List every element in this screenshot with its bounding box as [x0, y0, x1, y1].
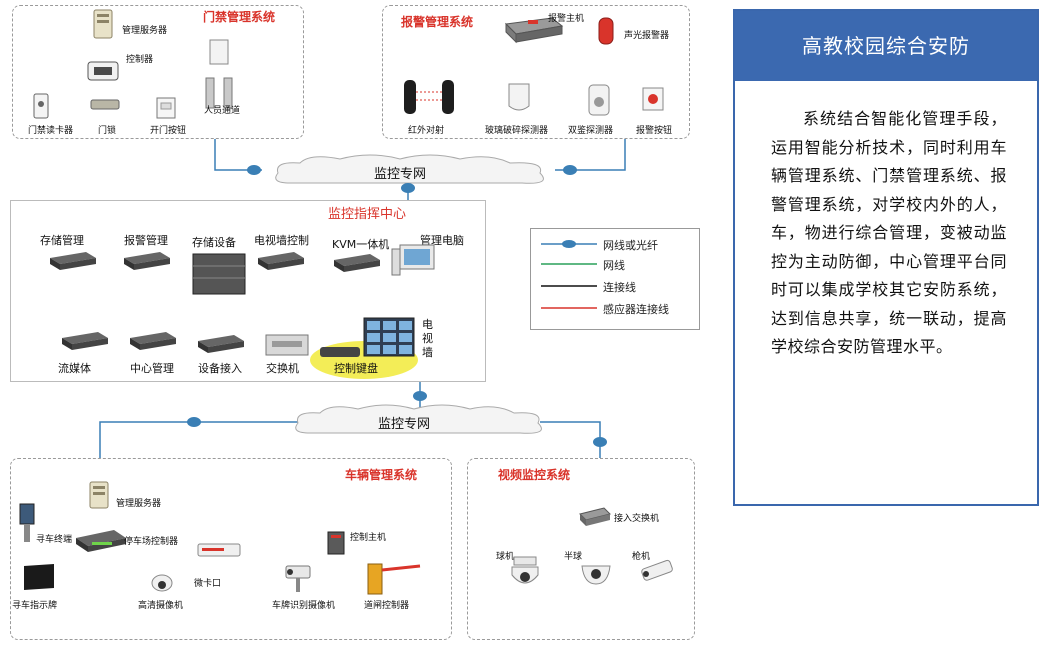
legend-label: 网线或光纤 — [603, 239, 658, 252]
door-button-icon — [156, 97, 176, 119]
tvwall-icon — [363, 317, 415, 357]
access-controller-label: 控制器 — [126, 55, 154, 65]
panel-body: 系统结合智能化管理手段，运用智能分析技术，同时利用车辆管理系统、门禁管理系统、报… — [771, 109, 1007, 356]
command-center-title: 监控指挥中心 — [328, 207, 407, 222]
stream-label: 流媒体 — [58, 362, 91, 375]
dome-label: 球机 — [496, 552, 515, 562]
alarm-button-icon — [642, 87, 664, 111]
network-top-label: 监控专网 — [374, 167, 427, 182]
parking-controller-icon — [76, 530, 126, 552]
kiosk-label: 寻车终端 — [36, 535, 73, 545]
alarm-host-icon — [504, 17, 564, 44]
keyboard-icon — [320, 347, 360, 357]
plate-camera-icon — [285, 565, 311, 592]
storage-device-icon — [192, 253, 246, 295]
tvwall-control-icon — [258, 252, 304, 270]
alarm-button-label: 报警按钮 — [636, 126, 673, 136]
door-lock-label: 门锁 — [98, 126, 117, 136]
guide-sign-label: 寻车指示牌 — [12, 601, 58, 611]
kvm-icon — [334, 254, 380, 272]
dual-detector-icon — [588, 84, 610, 116]
infrared-icon — [404, 80, 454, 114]
legend-label: 连接线 — [603, 281, 636, 294]
door-button-label: 开门按钮 — [150, 126, 187, 136]
access-switch-icon — [579, 507, 611, 526]
server-icon — [89, 481, 109, 509]
dual-detector-label: 双鉴探测器 — [568, 126, 614, 136]
dome-camera-icon — [511, 556, 539, 584]
siren-label: 声光报警器 — [624, 31, 670, 41]
alarm-mgmt-icon — [124, 252, 170, 270]
hd-camera-icon — [151, 574, 173, 592]
barrier-label: 道闸控制器 — [364, 601, 410, 611]
mgmt-pc-icon — [391, 244, 435, 276]
glass-detector-icon — [508, 83, 530, 111]
storage-mgmt-label: 存储管理 — [40, 234, 84, 247]
bullet-label: 枪机 — [632, 552, 651, 562]
alarm-host-label: 报警主机 — [548, 14, 585, 24]
half-dome-label: 半球 — [564, 552, 583, 562]
network-node-icon — [563, 165, 577, 175]
half-dome-camera-icon — [581, 565, 611, 585]
legend: 网线或光纤 网线 连接线 感应器连接线 — [530, 228, 700, 330]
micro-gate-label: 微卡口 — [194, 579, 222, 589]
vehicle-server-label: 管理服务器 — [116, 499, 162, 509]
control-host-icon — [327, 531, 345, 555]
guide-sign-icon — [24, 564, 54, 590]
device-access-label: 设备接入 — [198, 362, 242, 375]
bullet-camera-icon — [641, 559, 673, 581]
switch-icon — [265, 334, 309, 356]
barrier-icon — [367, 563, 421, 595]
passage-label: 人员通道 — [204, 106, 241, 116]
passage-gate-icon — [205, 39, 233, 109]
vehicle-title: 车辆管理系统 — [345, 468, 418, 482]
server-icon — [93, 9, 113, 39]
plate-camera-label: 车牌识别摄像机 — [272, 601, 336, 611]
switch-label: 交换机 — [266, 362, 299, 375]
stream-icon — [62, 332, 108, 350]
tvwall-label: 电视墙 — [422, 318, 433, 359]
legend-label: 网线 — [603, 259, 625, 272]
door-lock-icon — [90, 99, 120, 110]
micro-gate-icon — [197, 543, 241, 557]
network-node-icon — [401, 183, 415, 193]
alarm-title: 报警管理系统 — [401, 15, 474, 29]
kiosk-icon — [19, 503, 35, 542]
network-node-icon — [247, 165, 261, 175]
mgmt-pc-label: 管理电脑 — [420, 234, 464, 247]
card-reader-icon — [33, 93, 49, 119]
controller-icon — [87, 61, 119, 81]
kvm-label: KVM一体机 — [332, 238, 390, 251]
storage-mgmt-icon — [50, 252, 96, 270]
glass-detector-label: 玻璃破碎探测器 — [485, 126, 549, 136]
parking-controller-label: 停车场控制器 — [124, 537, 179, 547]
infrared-label: 红外对射 — [408, 126, 445, 136]
control-host-label: 控制主机 — [350, 533, 387, 543]
access-control-title: 门禁管理系统 — [203, 10, 276, 24]
network-cloud-mid — [295, 404, 542, 434]
hd-camera-label: 高清摄像机 — [138, 601, 184, 611]
info-panel: 高教校园综合安防 系统结合智能化管理手段，运用智能分析技术，同时利用车辆管理系统… — [733, 9, 1039, 506]
network-node-icon — [413, 391, 427, 401]
keyboard-label: 控制键盘 — [334, 362, 378, 375]
access-server-label: 管理服务器 — [122, 26, 168, 36]
legend-label: 感应器连接线 — [603, 303, 669, 316]
legend-swatches — [541, 240, 597, 309]
alarm-mgmt-label: 报警管理 — [124, 234, 168, 247]
panel-title: 高教校园综合安防 — [735, 11, 1037, 81]
card-reader-label: 门禁读卡器 — [28, 126, 74, 136]
siren-icon — [598, 17, 614, 45]
center-mgmt-label: 中心管理 — [130, 362, 174, 375]
video-box — [467, 458, 695, 640]
storage-device-label: 存储设备 — [192, 236, 236, 249]
device-access-icon — [198, 335, 244, 353]
access-switch-label: 接入交换机 — [614, 514, 660, 524]
tvwall-control-label: 电视墙控制 — [254, 234, 309, 247]
network-node-icon — [187, 417, 201, 427]
video-title: 视频监控系统 — [498, 468, 571, 482]
network-node-icon — [593, 437, 607, 447]
center-mgmt-icon — [130, 332, 176, 350]
network-mid-label: 监控专网 — [378, 417, 431, 432]
network-cloud-top — [275, 154, 544, 184]
